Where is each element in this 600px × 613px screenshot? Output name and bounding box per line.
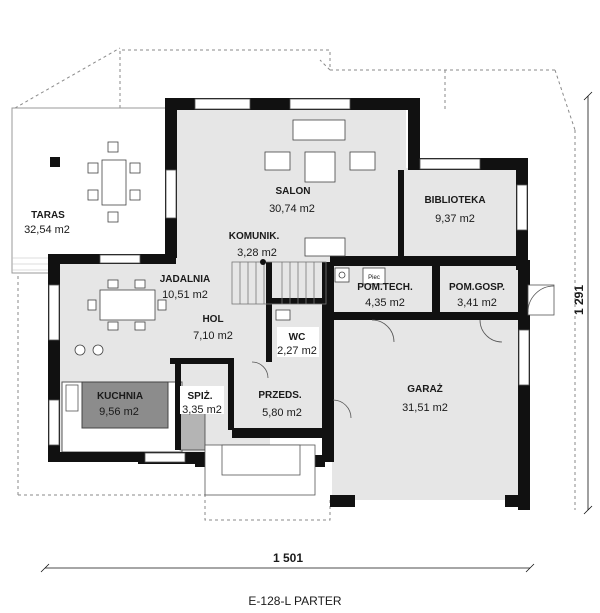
boiler bbox=[334, 267, 386, 285]
room-name: KUCHNIA bbox=[97, 391, 143, 402]
room-area: 3,41 m2 bbox=[457, 297, 497, 309]
terrace-pillar bbox=[50, 157, 60, 167]
room-name: SPIŻ. bbox=[187, 389, 212, 402]
room-spiz: SPIŻ. 3,35 m2 bbox=[180, 386, 224, 416]
terrace-table bbox=[87, 141, 141, 223]
width-dimension-line bbox=[40, 563, 535, 573]
room-biblioteka: BIBLIOTEKA 9,37 m2 bbox=[424, 195, 485, 225]
dining-table bbox=[74, 279, 167, 356]
kitchen-sink bbox=[65, 384, 79, 412]
width-dimension: 1 501 bbox=[273, 551, 303, 565]
room-name: POM.TECH. bbox=[357, 282, 413, 293]
roof-outline bbox=[14, 47, 576, 521]
room-name: HOL bbox=[202, 314, 223, 325]
room-area: 9,37 m2 bbox=[435, 213, 475, 225]
entrance-steps bbox=[204, 444, 316, 496]
room-name: GARAŻ bbox=[407, 382, 443, 395]
room-area: 31,51 m2 bbox=[402, 402, 448, 414]
boiler-label: Piec bbox=[368, 275, 380, 281]
room-area: 9,56 m2 bbox=[99, 406, 139, 418]
room-pom-gosp: POM.GOSP. 3,41 m2 bbox=[449, 282, 505, 309]
room-name: BIBLIOTEKA bbox=[424, 195, 485, 206]
room-name: POM.GOSP. bbox=[449, 282, 505, 293]
kitchen-island bbox=[81, 381, 169, 429]
doors bbox=[251, 284, 555, 419]
room-area: 5,80 m2 bbox=[262, 407, 302, 419]
room-name: SALON bbox=[276, 186, 311, 197]
depth-dimension: 1 291 bbox=[572, 285, 586, 315]
room-area: 30,74 m2 bbox=[269, 203, 315, 215]
plan-title: E-128-L PARTER bbox=[248, 594, 341, 608]
depth-dimension-line bbox=[583, 91, 593, 515]
room-pom-tech: POM.TECH. 4,35 m2 bbox=[357, 282, 413, 309]
room-name: KOMUNIK. bbox=[229, 231, 280, 242]
room-area: 3,35 m2 bbox=[182, 404, 222, 416]
room-area: 4,35 m2 bbox=[365, 297, 405, 309]
room-area: 10,51 m2 bbox=[162, 289, 208, 301]
room-area: 2,27 m2 bbox=[277, 345, 317, 357]
room-name: JADALNIA bbox=[160, 274, 211, 285]
room-area: 3,28 m2 bbox=[237, 247, 277, 259]
windows bbox=[48, 98, 530, 463]
room-area: 7,10 m2 bbox=[193, 330, 233, 342]
staircase bbox=[231, 261, 327, 305]
room-przeds: PRZEDS. 5,80 m2 bbox=[258, 390, 302, 419]
column-marker bbox=[260, 259, 266, 265]
room-area: 32,54 m2 bbox=[24, 224, 70, 236]
room-name: WC bbox=[289, 332, 306, 343]
room-jadalnia: JADALNIA 10,51 m2 bbox=[160, 274, 211, 301]
room-wc: WC 2,27 m2 bbox=[277, 327, 319, 357]
room-kuchnia: KUCHNIA 9,56 m2 bbox=[97, 391, 143, 418]
salon-furniture bbox=[264, 119, 376, 257]
room-hol: HOL 7,10 m2 bbox=[193, 314, 233, 342]
room-salon: SALON 30,74 m2 bbox=[269, 186, 315, 215]
room-name: TARAS bbox=[31, 210, 65, 221]
room-taras: TARAS 32,54 m2 bbox=[24, 210, 70, 236]
room-name: PRZEDS. bbox=[258, 390, 302, 401]
room-komunik: KOMUNIK. 3,28 m2 bbox=[229, 231, 280, 259]
room-garaz: GARAŻ 31,51 m2 bbox=[402, 382, 448, 414]
